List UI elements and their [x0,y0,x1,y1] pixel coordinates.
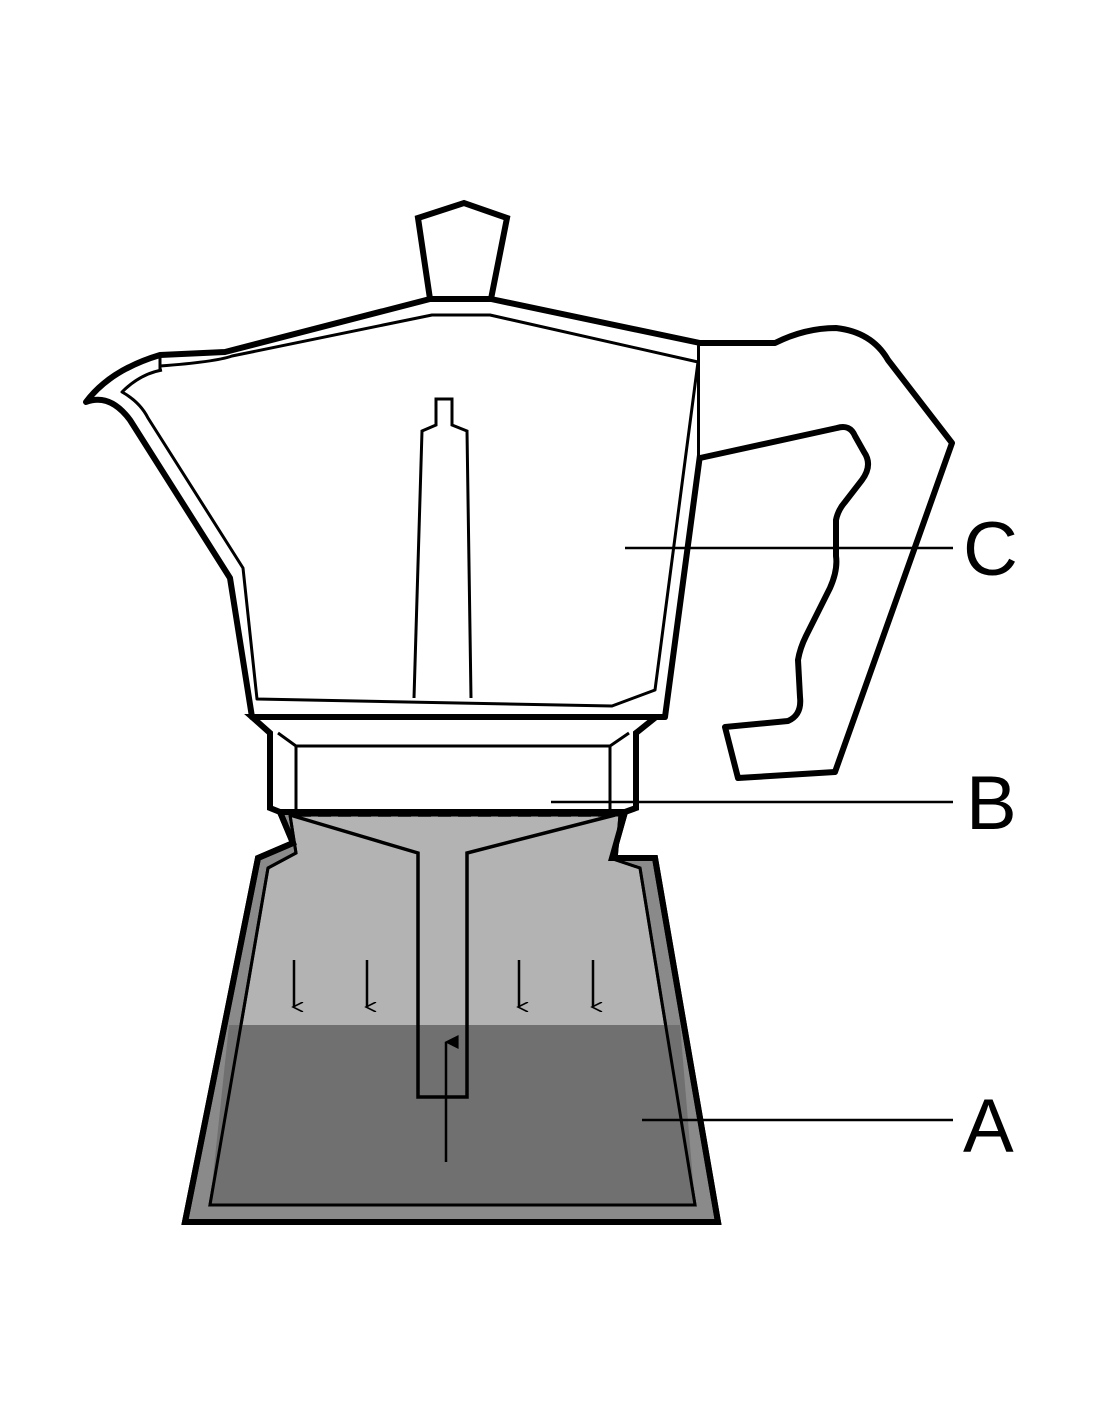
label-a-group: A [642,1084,1014,1169]
bottom-water-chamber [181,809,722,1225]
coffee-funnel [289,813,616,1099]
lid-knob [414,199,511,302]
upper-chamber-inner-wall [120,313,700,708]
upper-collection-chamber [83,199,955,781]
filter-basket [244,714,665,817]
label-c: C [963,507,1018,592]
central-column [412,397,473,699]
label-a: A [963,1084,1014,1169]
upper-chamber-outer-wall [83,296,703,720]
handle [699,325,955,781]
label-c-group: C [625,507,1018,592]
pressure-arrows [294,960,593,1007]
water-fill [210,1025,695,1205]
label-b: B [966,761,1017,846]
label-b-group: B [551,761,1017,846]
basket-outer-wall [244,714,665,815]
